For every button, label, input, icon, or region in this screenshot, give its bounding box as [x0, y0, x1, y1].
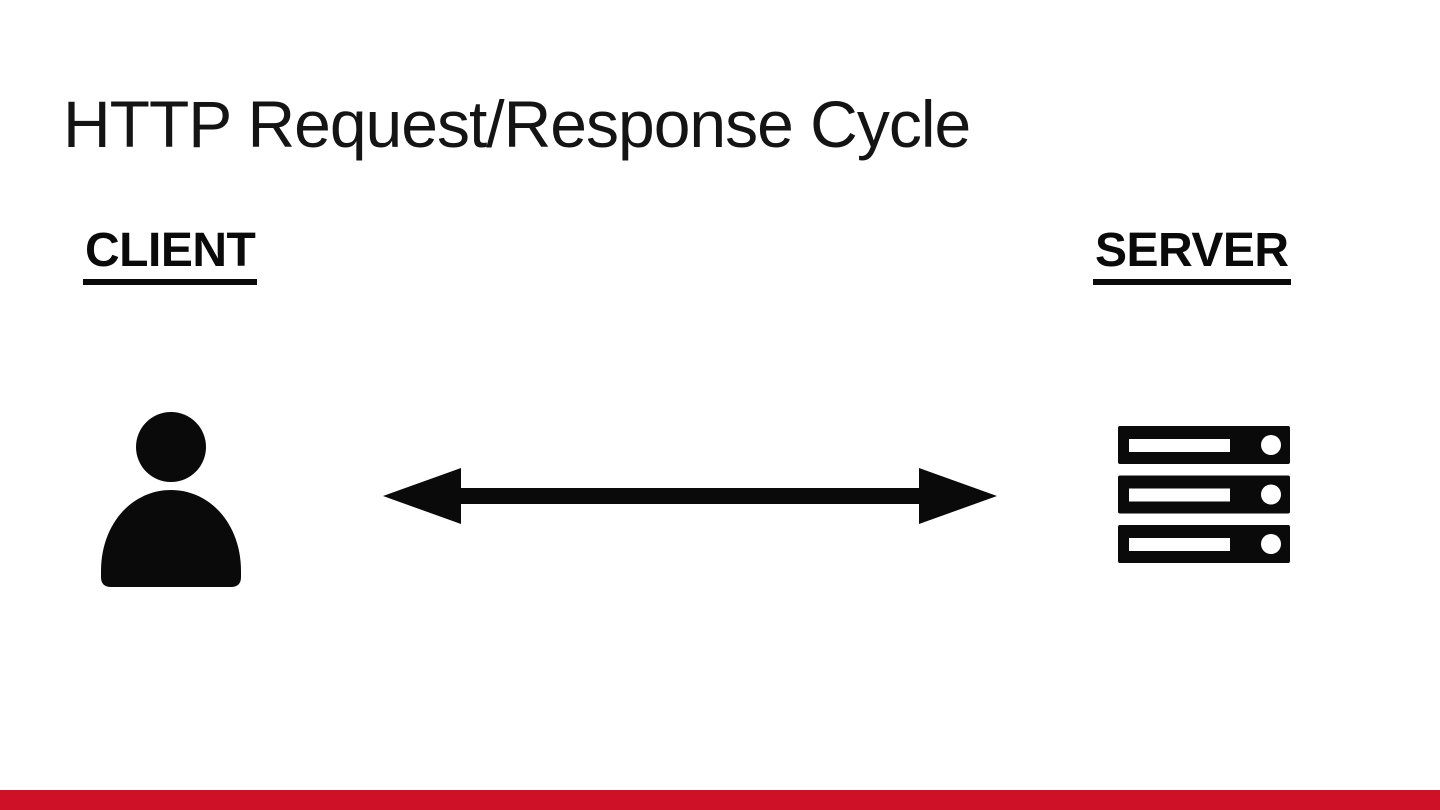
- server-label: SERVER: [1093, 225, 1291, 286]
- person-icon: [96, 410, 246, 590]
- bottom-accent-bar: [0, 790, 1440, 810]
- server-stack-icon: [1118, 426, 1290, 563]
- slide-title: HTTP Request/Response Cycle: [63, 87, 971, 161]
- client-label: CLIENT: [83, 225, 258, 286]
- double-arrow-icon: [383, 467, 997, 525]
